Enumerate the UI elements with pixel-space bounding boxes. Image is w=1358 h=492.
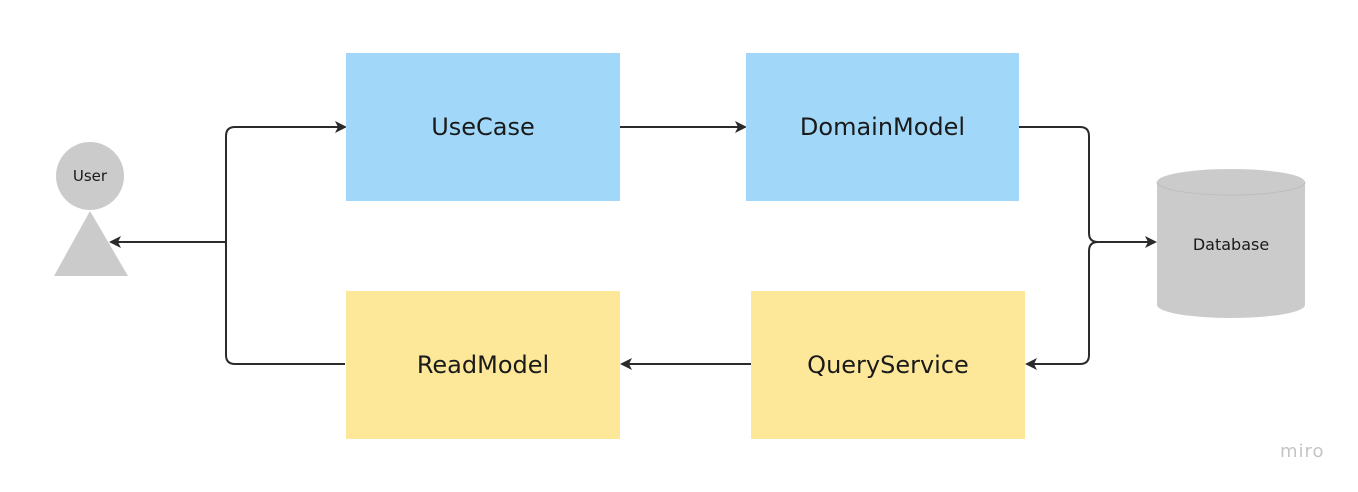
- domainmodel-label: DomainModel: [799, 113, 966, 141]
- usecase-box: UseCase: [346, 53, 620, 201]
- readmodel-box: ReadModel: [346, 291, 620, 439]
- arrow-database-to-queryservice: [1025, 241, 1099, 370]
- database-label: Database: [1192, 234, 1270, 254]
- database-cylinder: [1156, 169, 1306, 318]
- queryservice-label: QueryService: [807, 351, 969, 379]
- readmodel-label: ReadModel: [416, 351, 550, 379]
- arrow-branch-to-usecase: [225, 121, 347, 242]
- queryservice-box: QueryService: [751, 291, 1025, 439]
- user-head: [56, 142, 124, 210]
- user-label: User: [72, 167, 108, 185]
- user-actor: [54, 142, 128, 276]
- line-readmodel-to-branch: [225, 242, 345, 365]
- user-body: [54, 211, 128, 276]
- usecase-label: UseCase: [431, 113, 535, 141]
- miro-watermark: miro: [1280, 441, 1325, 462]
- domainmodel-box: DomainModel: [746, 53, 1019, 201]
- arrow-domainmodel-to-database: [1019, 126, 1157, 248]
